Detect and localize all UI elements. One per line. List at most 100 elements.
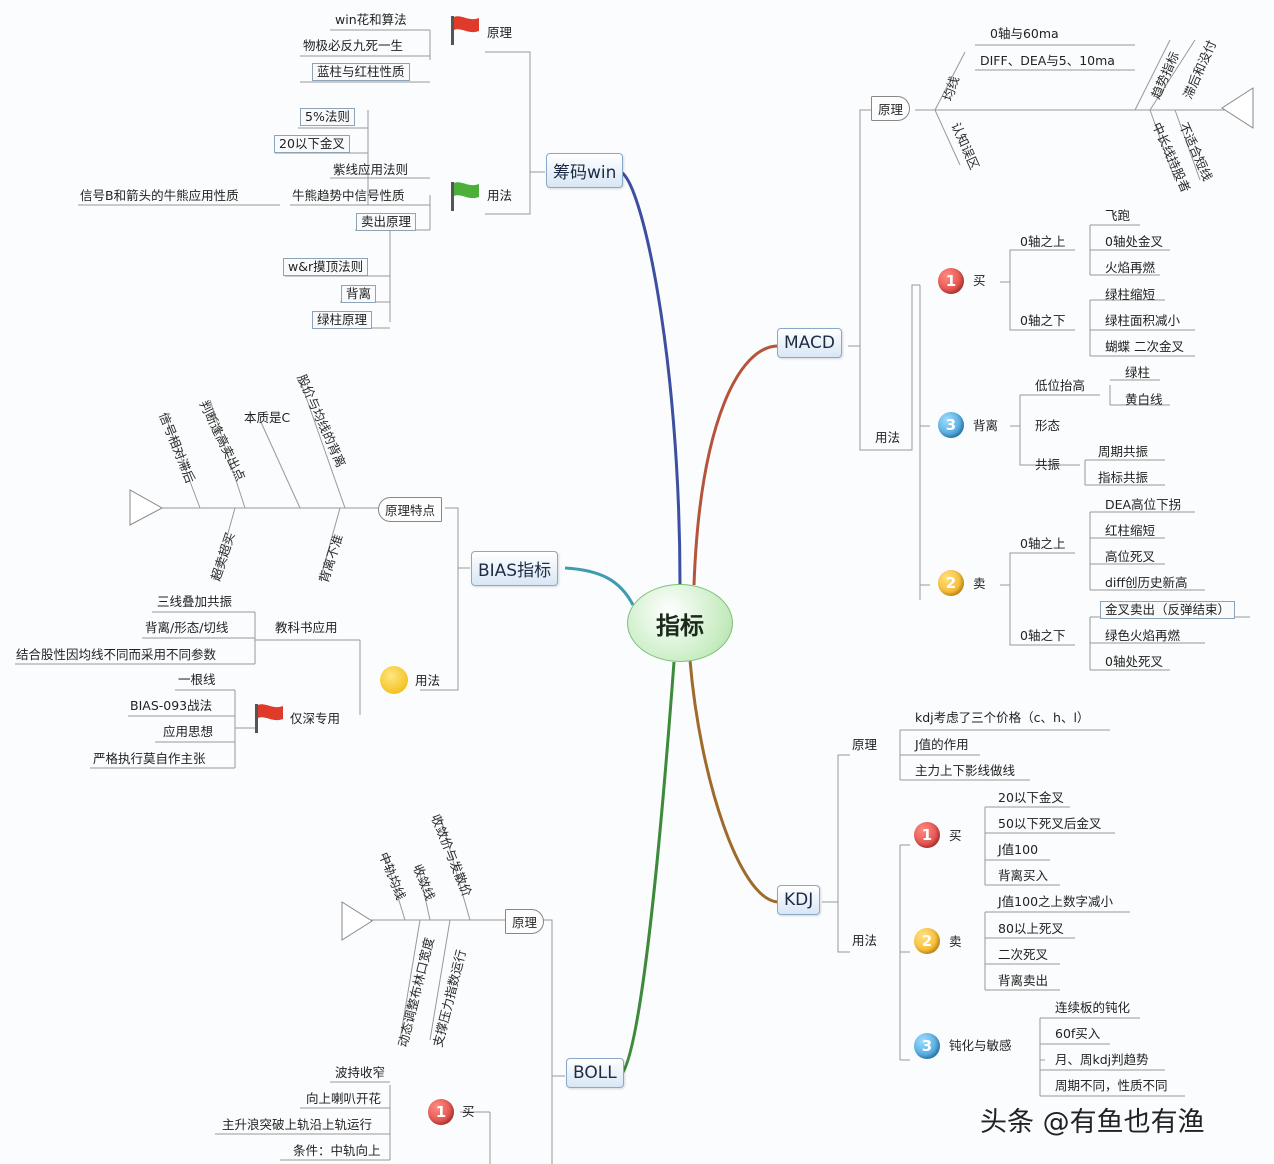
macd-sell-item[interactable]: 红柱缩短: [1105, 523, 1156, 538]
macd-buy-item[interactable]: 绿柱面积减小: [1105, 313, 1181, 328]
bias-jinshi-item[interactable]: 应用思想: [163, 724, 214, 739]
kdj-buy-item[interactable]: 20以下金叉: [998, 790, 1064, 805]
topic-boll[interactable]: BOLL: [566, 1058, 624, 1088]
green-flag-icon: [451, 182, 479, 211]
macd-div-form[interactable]: 形态: [1035, 418, 1061, 433]
topic-bias[interactable]: BIAS指标: [471, 551, 559, 586]
macd-fish-item[interactable]: 0轴与60ma: [990, 26, 1059, 41]
center-topic[interactable]: 指标: [627, 584, 733, 662]
chouma-yongfa-item[interactable]: 卖出原理: [356, 213, 417, 231]
boll-buy-item[interactable]: 向上喇叭开花: [306, 1091, 382, 1106]
macd-buy-below[interactable]: 0轴之下: [1020, 313, 1066, 328]
chouma-maichu-item[interactable]: 绿柱原理: [312, 311, 373, 329]
kdj-buy[interactable]: 买: [949, 828, 962, 843]
bias-jinshi-item[interactable]: BIAS-093战法: [130, 698, 213, 713]
macd-div-item[interactable]: 黄白线: [1125, 392, 1163, 407]
macd-yongfa[interactable]: 用法: [875, 430, 901, 445]
macd-yuanli-head[interactable]: 原理: [871, 96, 911, 121]
kdj-buy-item[interactable]: J值100: [998, 842, 1039, 857]
kdj-dull-item[interactable]: 月、周kdj判趋势: [1055, 1052, 1149, 1067]
kdj-yuanli-item[interactable]: 主力上下影线做线: [915, 763, 1016, 778]
kdj-sell-item[interactable]: J值100之上数字减小: [998, 894, 1114, 909]
boll-buy[interactable]: 买: [462, 1104, 475, 1119]
chouma-yuanli-item[interactable]: win花和算法: [335, 12, 407, 27]
boll-buy-item[interactable]: 主升浪突破上轨沿上轨运行: [222, 1117, 373, 1132]
macd-buy[interactable]: 买: [973, 273, 986, 288]
kdj-dull-item[interactable]: 周期不同，性质不同: [1055, 1078, 1168, 1093]
bias-textbook-item[interactable]: 结合股性因均线不同而采用不同参数: [16, 647, 217, 662]
kdj-sell-item[interactable]: 背离卖出: [998, 973, 1049, 988]
kdj-sell-item[interactable]: 80以上死叉: [998, 921, 1064, 936]
bias-jinshi-item[interactable]: 严格执行莫自作主张: [93, 751, 206, 766]
kdj-yongfa[interactable]: 用法: [852, 933, 878, 948]
kdj-dull-item[interactable]: 60f买入: [1055, 1026, 1101, 1041]
topic-macd-label: MACD: [784, 333, 835, 353]
kdj-sell-item[interactable]: 二次死叉: [998, 947, 1049, 962]
chouma-yuanli-item[interactable]: 物极必反九死一生: [303, 38, 404, 53]
macd-sell-below[interactable]: 0轴之下: [1020, 628, 1066, 643]
chouma-yongfa[interactable]: 用法: [487, 188, 513, 203]
macd-buy-item[interactable]: 火焰再燃: [1105, 260, 1156, 275]
topic-chouma-label: 筹码win: [553, 163, 617, 183]
kdj-buy-item[interactable]: 背离买入: [998, 868, 1049, 883]
macd-div[interactable]: 背离: [973, 418, 999, 433]
kdj-sell[interactable]: 卖: [949, 934, 962, 949]
chouma-maichu-item[interactable]: w&r摸顶法则: [283, 258, 369, 276]
bias-textbook-item[interactable]: 背离/形态/切线: [145, 620, 229, 635]
topic-kdj[interactable]: KDJ: [777, 885, 821, 915]
kdj-yuanli-item[interactable]: kdj考虑了三个价格（c、h、l）: [915, 710, 1090, 725]
macd-buy-item[interactable]: 飞跑: [1105, 208, 1131, 223]
kdj-dull[interactable]: 钝化与敏感: [949, 1038, 1012, 1053]
number-2-badge-icon: 2: [914, 928, 940, 954]
macd-sell-item[interactable]: diff创历史新高: [1105, 575, 1188, 590]
macd-sell-item[interactable]: 金叉卖出（反弹结束）: [1100, 601, 1236, 619]
smiley-icon: [380, 666, 408, 694]
chouma-signal[interactable]: 信号B和箭头的牛熊应用性质: [80, 188, 239, 203]
chouma-yongfa-sub[interactable]: 20以下金叉: [274, 135, 350, 153]
macd-div-item[interactable]: 绿柱: [1125, 365, 1151, 380]
topic-boll-label: BOLL: [573, 1063, 617, 1083]
chouma-yongfa-item[interactable]: 紫线应用法则: [333, 162, 409, 177]
kdj-buy-item[interactable]: 50以下死叉后金叉: [998, 816, 1102, 831]
boll-buy-item[interactable]: 条件：中轨向上: [293, 1143, 381, 1158]
bias-jinshi[interactable]: 仅深专用: [290, 711, 341, 726]
bias-fish-label[interactable]: 本质是C: [244, 410, 291, 425]
kdj-dull-item[interactable]: 连续板的钝化: [1055, 1000, 1131, 1015]
chouma-yuanli-item[interactable]: 蓝柱与红柱性质: [312, 63, 410, 81]
macd-sell-item[interactable]: 0轴处死叉: [1105, 654, 1163, 669]
number-3-badge-icon: 3: [938, 412, 964, 438]
macd-div-item[interactable]: 周期共振: [1098, 444, 1149, 459]
red-flag-icon: [451, 16, 479, 45]
macd-sell-item[interactable]: 高位死叉: [1105, 549, 1156, 564]
watermark: 头条 @有鱼也有渔: [980, 1107, 1205, 1138]
macd-div-res[interactable]: 共振: [1035, 457, 1061, 472]
macd-buy-item[interactable]: 绿柱缩短: [1105, 287, 1156, 302]
macd-buy-item[interactable]: 蝴蝶 二次金叉: [1105, 339, 1184, 354]
topic-chouma-win[interactable]: 筹码win: [546, 153, 624, 188]
center-label: 指标: [656, 611, 704, 640]
chouma-maichu-item[interactable]: 背离: [341, 285, 377, 303]
macd-sell[interactable]: 卖: [973, 576, 986, 591]
chouma-yongfa-sub[interactable]: 5%法则: [300, 108, 355, 126]
topic-macd[interactable]: MACD: [777, 328, 842, 358]
bias-textbook-item[interactable]: 三线叠加共振: [157, 594, 233, 609]
macd-buy-item[interactable]: 0轴处金叉: [1105, 234, 1163, 249]
macd-div-item[interactable]: 指标共振: [1098, 470, 1149, 485]
bias-head[interactable]: 原理特点: [378, 497, 443, 522]
boll-buy-item[interactable]: 波持收窄: [335, 1065, 386, 1080]
macd-sell-item[interactable]: 绿色火焰再燃: [1105, 628, 1181, 643]
chouma-yongfa-item[interactable]: 牛熊趋势中信号性质: [292, 188, 405, 203]
chouma-yuanli[interactable]: 原理: [487, 25, 513, 40]
number-3-badge-icon: 3: [914, 1033, 940, 1059]
macd-div-low[interactable]: 低位抬高: [1035, 378, 1086, 393]
kdj-yuanli-item[interactable]: J值的作用: [915, 737, 969, 752]
bias-usage[interactable]: 用法: [415, 673, 441, 688]
macd-sell-item[interactable]: DEA高位下拐: [1105, 497, 1182, 512]
kdj-yuanli[interactable]: 原理: [852, 737, 878, 752]
macd-buy-above[interactable]: 0轴之上: [1020, 234, 1066, 249]
boll-yuanli-head[interactable]: 原理: [505, 909, 545, 934]
bias-textbook[interactable]: 教科书应用: [275, 620, 338, 635]
macd-sell-above[interactable]: 0轴之上: [1020, 536, 1066, 551]
bias-jinshi-item[interactable]: 一根线: [178, 672, 216, 687]
macd-fish-item[interactable]: DIFF、DEA与5、10ma: [980, 53, 1115, 68]
